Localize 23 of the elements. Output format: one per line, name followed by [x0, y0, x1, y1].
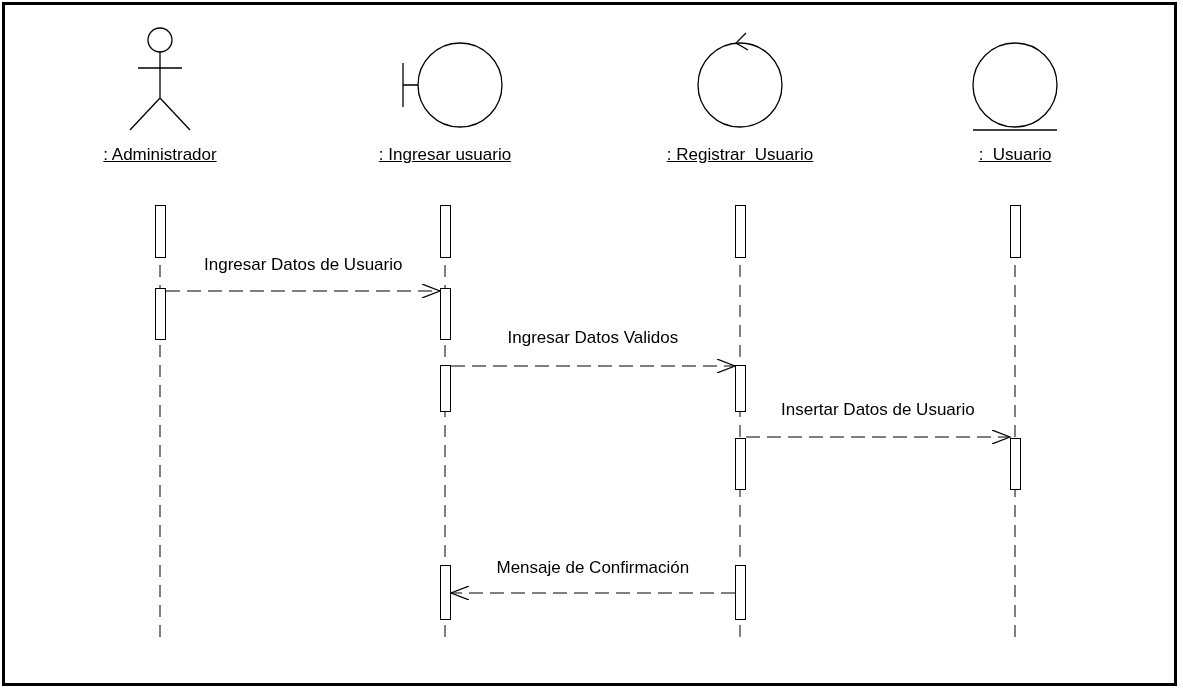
participant-label: : Registrar Usuario [665, 145, 815, 165]
activation-bar [440, 365, 451, 412]
activation-bar [440, 565, 451, 620]
activation-bar [1010, 205, 1021, 258]
message-arrow [450, 358, 736, 374]
activation-bar [735, 565, 746, 620]
message-label: Mensaje de Confirmación [495, 558, 691, 578]
participant-label: : Ingresar usuario [377, 145, 513, 165]
activation-bar [735, 205, 746, 258]
message-arrow [165, 283, 441, 299]
participant-label: : Administrador [102, 145, 218, 165]
participant-label: : Usuario [977, 145, 1053, 165]
message-label: Ingresar Datos Validos [506, 328, 680, 348]
message-arrow [745, 429, 1011, 445]
message-label: Ingresar Datos de Usuario [203, 255, 404, 275]
activation-bar [735, 365, 746, 412]
activation-bar [155, 288, 166, 340]
activation-bar [440, 205, 451, 258]
activation-bar [155, 205, 166, 258]
message-arrow [450, 585, 736, 601]
activation-bar [440, 288, 451, 340]
activation-bar [1010, 438, 1021, 490]
activation-bar [735, 438, 746, 490]
